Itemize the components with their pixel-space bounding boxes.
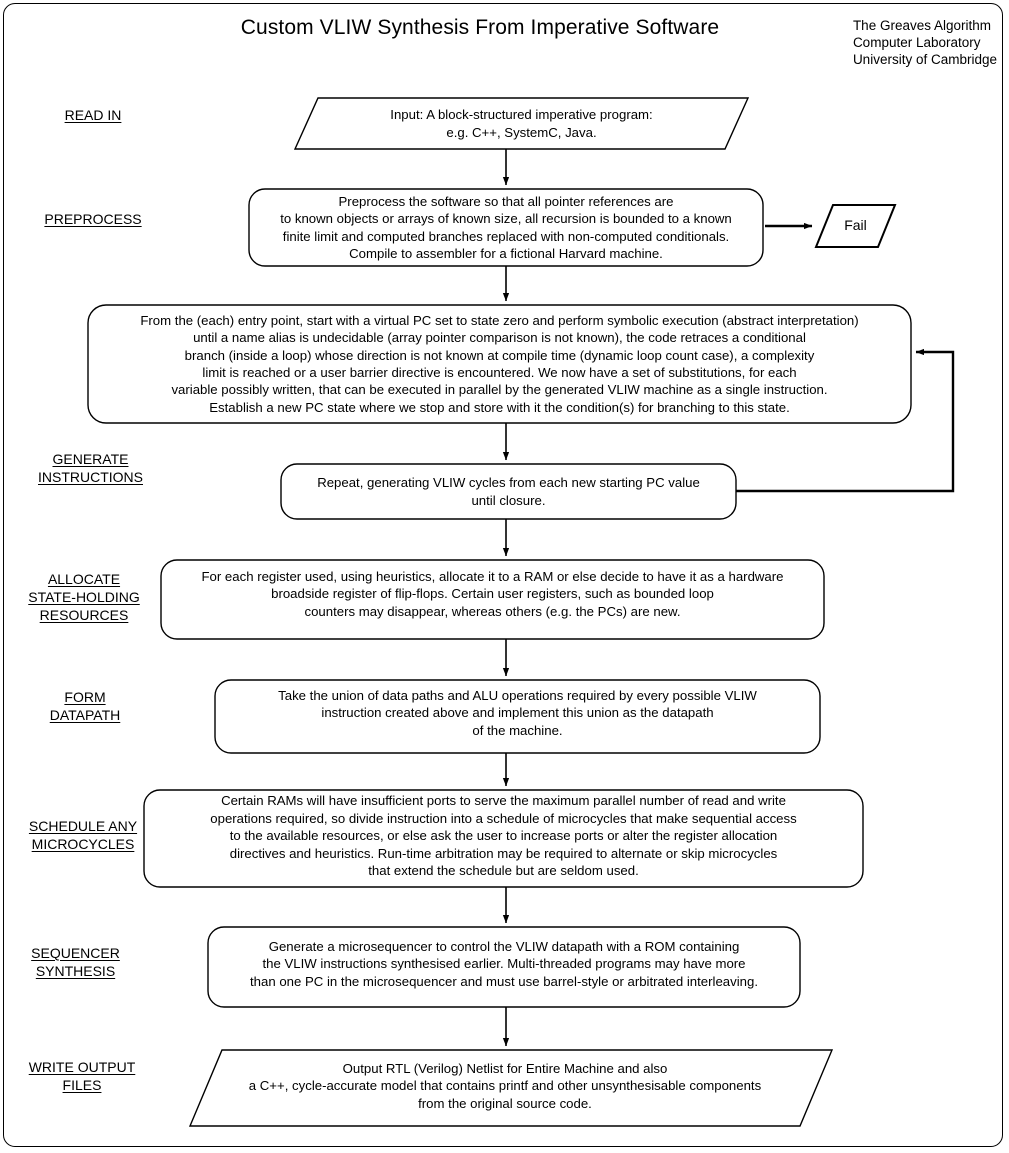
stage-label-allocate-line-2: STATE-HOLDING xyxy=(28,589,140,605)
node-allocate-line-3: counters may disappear, whereas others (… xyxy=(304,603,681,619)
stage-label-sequencer-line-1: SEQUENCER xyxy=(31,945,120,961)
node-preprocess-text: Preprocess the software so that all poin… xyxy=(249,189,763,266)
credit-line-3: University of Cambridge xyxy=(852,52,997,67)
stage-label-generate-instructions-line-1: GENERATE xyxy=(52,451,129,467)
stage-label-write-output-files: WRITE OUTPUT FILES xyxy=(12,1058,152,1094)
stage-label-write-output-line-2: FILES xyxy=(62,1077,102,1093)
node-allocate-text: For each register used, using heuristics… xyxy=(161,563,824,625)
node-microcycles-shape xyxy=(143,789,864,888)
stage-label-microcycles-line-2: MICROCYCLES xyxy=(31,836,135,852)
node-datapath-text: Take the union of data paths and ALU ope… xyxy=(215,682,820,744)
stage-label-read-in-line-1: READ IN xyxy=(64,107,122,123)
node-sequencer-line-1: Generate a microsequencer to control the… xyxy=(268,938,740,954)
stage-label-form-datapath-line-2: DATAPATH xyxy=(49,707,121,723)
node-symbolic-execution-line-4: limit is reached or a user barrier direc… xyxy=(202,365,797,380)
node-fail-shape xyxy=(814,204,897,248)
node-datapath-shape xyxy=(214,679,821,754)
stage-label-allocate-state-holding-resources: ALLOCATE STATE-HOLDING RESOURCES xyxy=(10,570,158,624)
stage-label-form-datapath: FORM DATAPATH xyxy=(20,688,150,724)
node-sequencer-line-2: the VLIW instructions synthesised earlie… xyxy=(262,956,746,972)
page-title: Custom VLIW Synthesis From Imperative So… xyxy=(240,16,720,39)
node-input-shape xyxy=(293,97,750,150)
node-preprocess-line-2: to known objects or arrays of known size… xyxy=(280,211,732,227)
node-sequencer-text: Generate a microsequencer to control the… xyxy=(208,929,800,999)
node-datapath-line-3: of the machine. xyxy=(472,722,563,738)
node-sequencer-line-3: than one PC in the microsequencer and mu… xyxy=(250,973,758,989)
node-symbolic-execution-text: From the (each) entry point, start with … xyxy=(88,305,911,423)
node-symbolic-execution-line-2: until a name alias is undecidable (array… xyxy=(193,330,806,346)
node-allocate-shape xyxy=(160,559,825,640)
node-repeat-text: Repeat, generating VLIW cycles from each… xyxy=(281,464,736,519)
node-preprocess-line-3: finite limit and computed branches repla… xyxy=(282,228,730,244)
stage-label-read-in: READ IN xyxy=(33,106,153,124)
node-microcycles-line-1: Certain RAMs will have insufficient port… xyxy=(221,793,786,809)
stage-label-write-output-line-1: WRITE OUTPUT xyxy=(28,1059,136,1075)
node-output-line-2: a C++, cycle-accurate model that contain… xyxy=(248,1078,762,1094)
node-allocate-line-2: broadside register of flip-flops. Certai… xyxy=(271,586,714,602)
node-input-text: Input: A block-structured imperative pro… xyxy=(295,98,748,149)
node-microcycles-line-4: directives and heuristics. Run-time arbi… xyxy=(229,845,778,861)
stage-label-allocate-line-3: RESOURCES xyxy=(39,607,129,623)
node-datapath-line-2: instruction created above and implement … xyxy=(321,705,714,721)
node-preprocess-line-4: Compile to assembler for a fictional Har… xyxy=(349,245,663,261)
page-border xyxy=(3,3,1003,1147)
node-input-line-1: Input: A block-structured imperative pro… xyxy=(390,107,653,123)
node-allocate-line-1: For each register used, using heuristics… xyxy=(201,568,784,584)
node-sequencer-shape xyxy=(207,926,801,1008)
stage-label-sequencer-synthesis: SEQUENCER SYNTHESIS xyxy=(8,944,143,980)
stage-label-microcycles-line-1: SCHEDULE ANY xyxy=(28,818,138,834)
node-output-line-3: from the original source code. xyxy=(418,1095,592,1111)
node-repeat-line-1: Repeat, generating VLIW cycles from each… xyxy=(317,475,700,491)
stage-label-generate-instructions-line-2: INSTRUCTIONS xyxy=(38,469,143,485)
node-microcycles-line-2: operations required, so divide instructi… xyxy=(210,810,797,826)
node-input-line-2: e.g. C++, SystemC, Java. xyxy=(446,124,597,140)
node-microcycles-line-5: that extend the schedule but are seldom … xyxy=(368,863,639,879)
credit-line-1: The Greaves Algorithm xyxy=(852,18,991,33)
node-datapath-line-1: Take the union of data paths and ALU ope… xyxy=(278,687,757,703)
node-output-text: Output RTL (Verilog) Netlist for Entire … xyxy=(195,1053,815,1119)
stage-label-preprocess-line-1: PREPROCESS xyxy=(44,211,142,227)
stage-label-form-datapath-line-1: FORM xyxy=(64,689,106,705)
connector-feedback-loop xyxy=(736,348,955,493)
stage-label-generate-instructions: GENERATE INSTRUCTIONS xyxy=(18,450,163,486)
credit-line-2: Computer Laboratory xyxy=(852,35,981,50)
node-symbolic-execution-line-1: From the (each) entry point, start with … xyxy=(140,312,859,328)
node-repeat-line-2: until closure. xyxy=(471,492,546,508)
stage-label-preprocess: PREPROCESS xyxy=(23,210,163,228)
stage-label-schedule-any-microcycles: SCHEDULE ANY MICROCYCLES xyxy=(13,817,153,853)
node-preprocess-line-1: Preprocess the software so that all poin… xyxy=(338,193,674,209)
node-fail-text: Fail xyxy=(844,217,867,233)
node-output-line-1: Output RTL (Verilog) Netlist for Entire … xyxy=(342,1060,668,1076)
node-output-shape-main xyxy=(188,1049,834,1127)
node-symbolic-execution-shape xyxy=(87,304,912,424)
stage-label-allocate-line-1: ALLOCATE xyxy=(47,571,121,587)
node-symbolic-execution-line-5: variable possibly written, that can be e… xyxy=(171,382,828,398)
credits-block: The Greaves Algorithm Computer Laborator… xyxy=(853,17,997,68)
node-symbolic-execution-line-6: Establish a new PC state where we stop a… xyxy=(209,399,790,415)
stage-label-sequencer-line-2: SYNTHESIS xyxy=(35,963,116,979)
node-microcycles-text: Certain RAMs will have insufficient port… xyxy=(144,792,863,880)
node-symbolic-execution-line-3: branch (inside a loop) whose direction i… xyxy=(184,347,815,363)
node-microcycles-line-3: to the available resources, or else ask … xyxy=(229,828,778,844)
